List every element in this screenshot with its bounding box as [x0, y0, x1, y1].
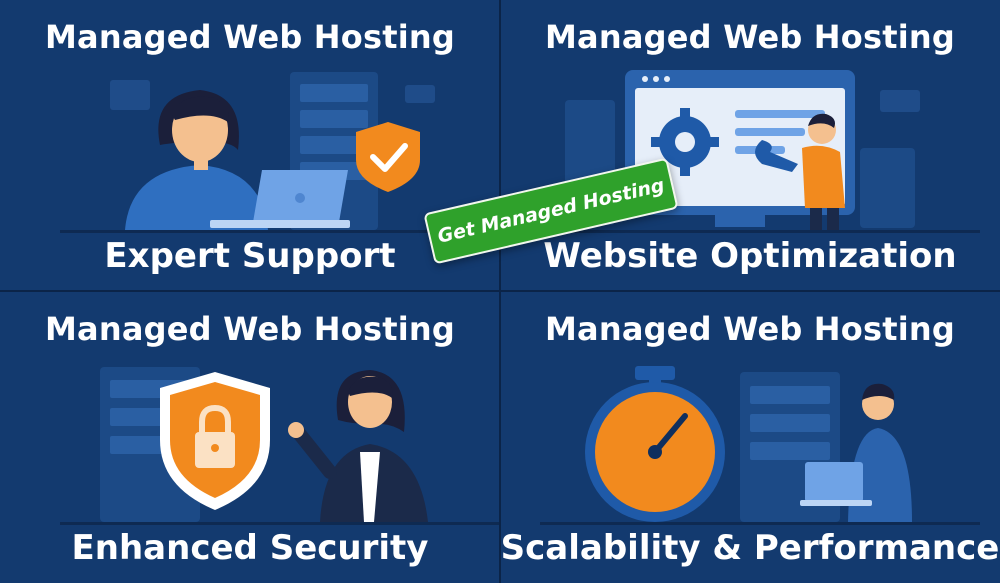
panel-caption: Enhanced Security: [71, 528, 429, 568]
panel-caption: Website Optimization: [543, 236, 957, 276]
panel-heading: Managed Web Hosting: [545, 18, 955, 56]
panel-caption: Expert Support: [104, 236, 396, 276]
shield-padlock: [160, 372, 270, 510]
panel-heading: Managed Web Hosting: [45, 310, 455, 348]
enhanced-security-illustration: [60, 367, 500, 525]
gear-icon: [651, 108, 719, 176]
panel-caption: Scalability & Performance: [500, 528, 1000, 568]
expert-support-illustration: [60, 72, 500, 233]
stopwatch-icon: [585, 366, 725, 522]
scalability-performance-illustration: [540, 366, 980, 525]
wrench-icon: [755, 140, 798, 172]
panel-enhanced-security: Managed Web Hosting: [0, 292, 500, 583]
laptop-icon: [210, 170, 350, 228]
padlock-icon: [195, 404, 235, 468]
laptop-icon: [800, 462, 872, 506]
security-expert-figure: [288, 370, 428, 522]
panel-expert-support: Managed Web Hosting: [0, 0, 500, 291]
panel-heading: Managed Web Hosting: [545, 310, 955, 348]
horizontal-divider: [0, 290, 1000, 292]
shield-check-icon: [356, 122, 420, 192]
panel-heading: Managed Web Hosting: [45, 18, 455, 56]
website-optimization-illustration: [540, 70, 980, 233]
panel-scalability-performance: Managed Web Hosting: [500, 292, 1000, 583]
technician-figure: [802, 113, 845, 230]
panel-website-optimization: Managed Web Hosting: [500, 0, 1000, 291]
engineer-figure: [800, 383, 912, 522]
support-agent-figure: [125, 90, 268, 230]
